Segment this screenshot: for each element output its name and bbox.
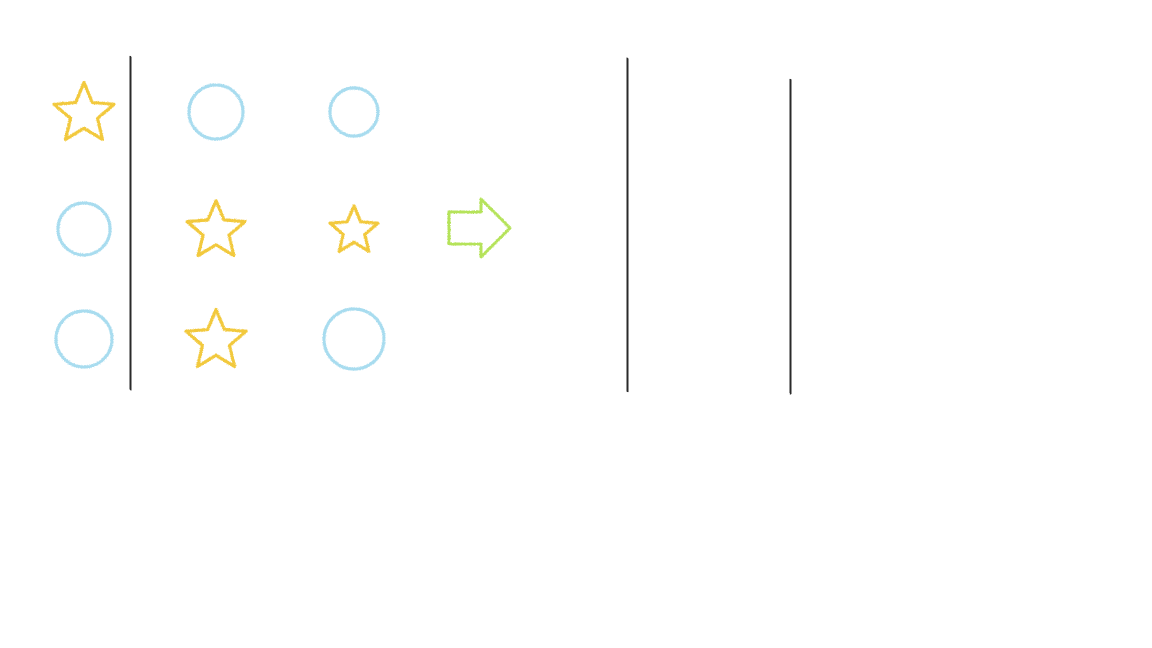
star-icon <box>184 307 248 369</box>
target-cell-r2-c2[interactable] <box>630 172 787 275</box>
target-cell-r1-c1[interactable] <box>538 63 624 166</box>
right-arrow-icon <box>447 197 512 259</box>
target-grid-cells[interactable] <box>538 63 906 389</box>
star-icon <box>328 204 380 253</box>
source-grid-marks <box>52 80 386 371</box>
source-grid <box>35 55 414 393</box>
circle-icon <box>322 307 386 371</box>
circle-icon <box>54 309 114 369</box>
target-cell-r2-c3[interactable] <box>793 172 906 275</box>
target-cell-r2-c1[interactable] <box>538 172 624 275</box>
star-icon <box>52 80 116 142</box>
target-grid-vline-1 <box>624 57 631 393</box>
circle-icon <box>328 86 380 138</box>
target-grid-vline-2 <box>787 78 794 395</box>
target-cell-r3-c2[interactable] <box>630 281 787 389</box>
target-cell-r1-c2[interactable] <box>630 63 787 166</box>
source-grid-vline-1 <box>127 55 134 391</box>
star-icon <box>185 199 247 258</box>
target-cell-r1-c3[interactable] <box>793 63 906 166</box>
target-grid <box>532 57 912 395</box>
target-cell-r3-c3[interactable] <box>793 281 906 389</box>
circle-icon <box>187 83 245 141</box>
circle-icon <box>56 201 112 257</box>
target-cell-r3-c1[interactable] <box>538 281 624 389</box>
